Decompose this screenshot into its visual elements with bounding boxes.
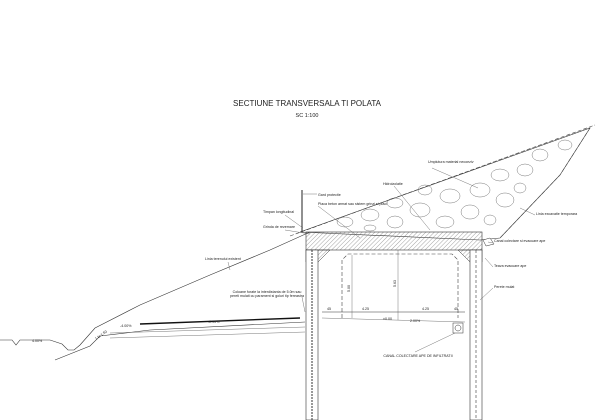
dim-total-height: 5.63 — [393, 280, 397, 287]
slope-floor: 2.00% — [410, 319, 421, 323]
label-pipe: Teava evacuare ape — [494, 264, 526, 268]
label-fence: Gard protectie — [318, 193, 341, 197]
dim-clear-height: 5.00 — [347, 285, 351, 292]
slope-embankment: 1 la 1.50 — [94, 330, 108, 341]
drawing-scale: SC 1:100 — [296, 113, 319, 119]
dim-level: ±0.00 — [383, 317, 392, 321]
label-slab: Placa beton armat sau sistem grinzi si p… — [318, 202, 387, 206]
label-columns-wrap: Coloane forate la interdistanta de 5.0m … — [230, 290, 304, 299]
slope-shoulder: -4.00% — [120, 324, 132, 328]
label-tympan: Timpan longitudinal — [263, 210, 294, 214]
label-infiltration: CANAL COLECTARE APE DE INFILTRATII — [383, 354, 452, 358]
label-terrain: Linia terenului existent — [205, 257, 241, 261]
label-columns: Coloane forate la interdistanta de 5.0m … — [230, 290, 304, 299]
dim-left-lane: 4.25 — [362, 307, 369, 311]
label-wall: Perete mulat — [494, 285, 514, 289]
slope-left: 4.00% — [32, 339, 43, 343]
drawing-title: SECTIUNE TRANSVERSALA TI POLATA — [233, 99, 382, 108]
leader-lines — [227, 167, 536, 353]
tunnel-structure — [301, 190, 495, 420]
label-beam: Grinda de rezemare — [263, 225, 295, 229]
label-excavation: Linia excavatie temporara — [536, 212, 577, 216]
label-waterproofing: Hidroizolatie — [383, 182, 403, 186]
dim-left-margin: 45 — [327, 307, 331, 311]
stone-fill — [289, 124, 596, 241]
dim-right-lane: 4.25 — [422, 307, 429, 311]
dim-right-margin: 45 — [454, 307, 458, 311]
terrain — [0, 231, 311, 361]
label-channel: Canal colectare si evacuare ape — [494, 239, 545, 243]
slope-road: -2.00% — [208, 320, 220, 324]
label-fill: Umplutura material necoeziv — [428, 160, 474, 164]
